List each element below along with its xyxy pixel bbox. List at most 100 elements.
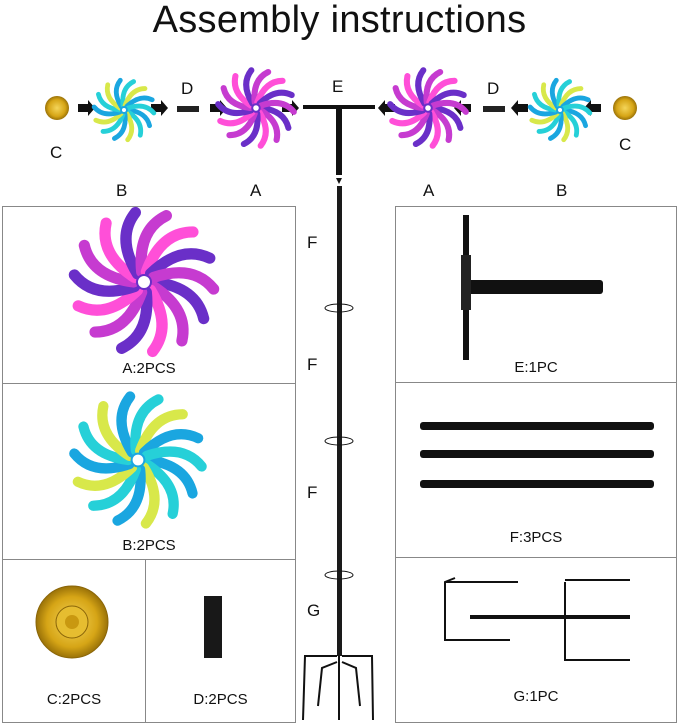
spinner-petal — [548, 111, 564, 141]
spinner-petal — [69, 448, 135, 474]
spinner-b-large-icon — [69, 391, 207, 529]
spinner-petal — [430, 104, 464, 131]
spinner-petal — [140, 226, 199, 278]
spinner-petal — [561, 109, 580, 138]
spinner-petal — [138, 429, 204, 458]
spinner-petal — [226, 110, 258, 139]
tube-d-right-icon — [483, 106, 505, 112]
tube-d-large-icon — [204, 596, 222, 658]
spinner-petal — [99, 217, 141, 284]
spinner-petal — [125, 109, 144, 138]
spinner-petal — [68, 269, 141, 297]
label-e: E — [332, 77, 344, 96]
spinner-petal — [72, 462, 138, 491]
label-f-2: F — [307, 355, 318, 374]
spinner-petal — [240, 110, 261, 148]
caption-f: F:3PCS — [509, 529, 563, 546]
spinner-petal — [423, 68, 444, 106]
spinner-hub — [120, 106, 128, 114]
panel-f: F:3PCS — [395, 382, 677, 558]
label-c-left: C — [50, 143, 63, 162]
spinner-hub — [423, 103, 433, 113]
spinner-petal — [389, 109, 428, 127]
spinner-petal — [78, 421, 134, 466]
spinner-petal — [415, 67, 428, 107]
label-f-3: F — [307, 483, 318, 502]
spinner-petal — [529, 111, 560, 125]
spinner-petal — [231, 73, 254, 109]
spinner-petal — [398, 110, 430, 139]
spinner-petal — [254, 77, 286, 106]
spinner-petal — [540, 82, 559, 111]
spinner-petal — [387, 101, 426, 117]
spinner-b-right-icon — [527, 77, 593, 143]
page-title: Assembly instructions — [152, 0, 527, 41]
spinner-petal — [428, 89, 467, 107]
label-g: G — [307, 601, 321, 620]
label-b-left: B — [116, 181, 128, 200]
spinner-hub — [130, 452, 146, 468]
spinner-petal — [126, 107, 152, 129]
spinner-petal — [215, 101, 254, 117]
spinner-petal — [147, 280, 189, 347]
spinner-petal — [258, 107, 281, 143]
spinner-petal — [392, 85, 426, 112]
spinner-petal — [141, 446, 207, 472]
tube-d-left-icon — [177, 106, 199, 112]
spinner-petal — [112, 111, 128, 141]
spinner-petal — [560, 95, 591, 109]
label-c-right: C — [619, 135, 632, 154]
spinner-petal — [91, 104, 123, 117]
caption-g: G:1PC — [513, 688, 559, 705]
spinner-petal — [122, 86, 148, 109]
spinner-petal — [256, 89, 295, 107]
spinner-petal — [430, 107, 453, 143]
spinner-petal — [138, 462, 160, 529]
cap-c-left-icon — [45, 96, 69, 120]
spinner-petal — [428, 109, 441, 149]
spinner-petal — [536, 111, 562, 134]
spinner-petal — [93, 111, 124, 125]
spinner-petal — [124, 95, 155, 109]
spinner-petal — [120, 206, 144, 280]
spinner-hub — [136, 274, 152, 290]
spinner-petal — [527, 104, 559, 117]
spinner-petal — [144, 284, 168, 358]
spinner-petal — [558, 86, 584, 109]
spinner-petal — [561, 103, 593, 116]
label-a-right: A — [423, 181, 435, 200]
spinner-petal — [96, 91, 122, 113]
t-bar-e-large-icon — [461, 215, 603, 360]
spinner-petal — [100, 111, 126, 134]
spinner-petal — [120, 79, 136, 109]
spinner-petal — [430, 99, 469, 115]
label-d-right: D — [487, 79, 500, 98]
spinner-petal — [258, 104, 292, 131]
spinner-petal — [256, 109, 269, 149]
spinner-petal — [135, 210, 172, 278]
spinner-hub — [251, 103, 261, 113]
spinner-a-right-icon — [387, 67, 469, 149]
spinner-petal — [104, 82, 123, 111]
spinner-petal — [148, 276, 210, 325]
rods-f-icon — [420, 422, 654, 488]
spinner-a-large-icon — [68, 206, 220, 358]
spinner-petal — [97, 401, 135, 461]
spinner-petal — [113, 77, 124, 109]
spinner-b-left-icon — [91, 77, 157, 143]
spinner-petal — [112, 464, 146, 526]
cap-c-large-icon — [35, 585, 109, 659]
caption-a: A:2PCS — [122, 360, 176, 377]
t-bar-e-icon — [303, 105, 375, 184]
label-b-right: B — [556, 181, 568, 200]
spinner-petal — [549, 77, 560, 109]
spinner-petal — [220, 85, 254, 112]
spinner-petal — [147, 267, 220, 295]
spinner-hub — [556, 106, 564, 114]
pole-diagram — [302, 186, 374, 721]
panel-g: G:1PC — [395, 557, 677, 723]
spinner-petal — [562, 107, 588, 129]
spinner-petal — [116, 391, 138, 458]
spinner-petal — [426, 77, 458, 106]
